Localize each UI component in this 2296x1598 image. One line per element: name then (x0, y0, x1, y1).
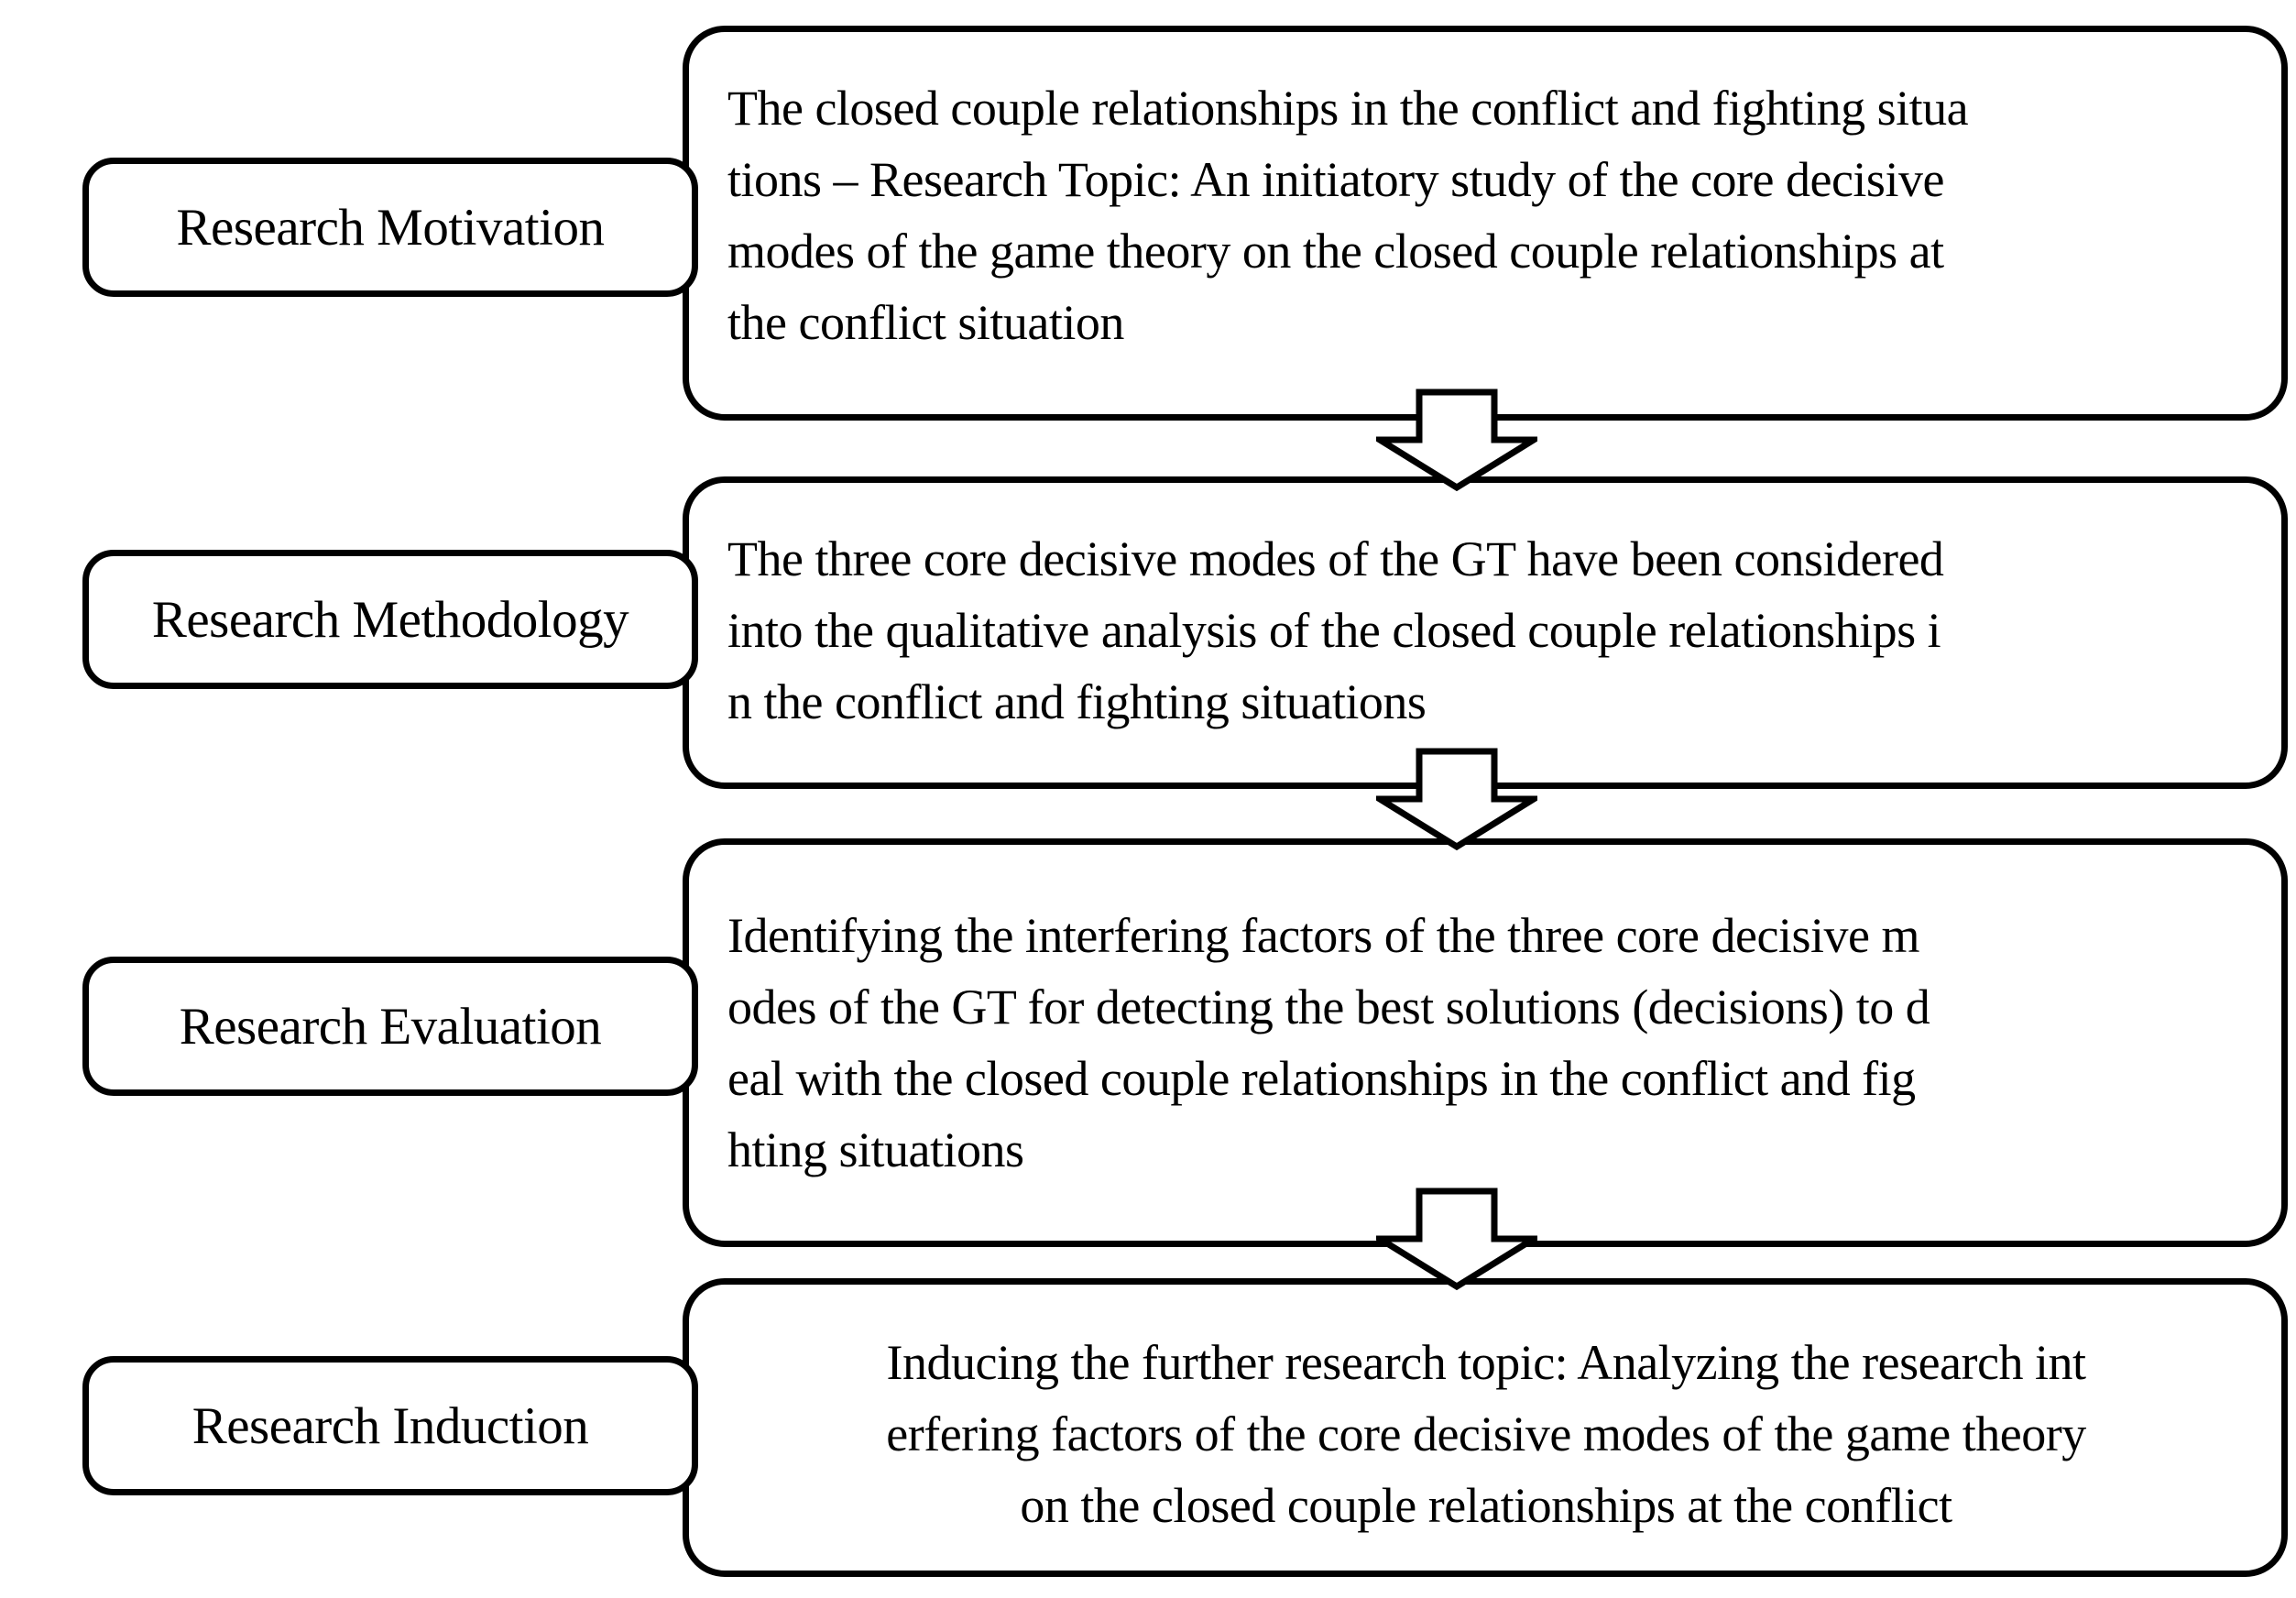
label-text-research-motivation: Research Motivation (176, 198, 605, 257)
label-box-research-motivation: Research Motivation (82, 158, 698, 297)
down-block-arrow-icon (1376, 389, 1537, 491)
label-text-research-methodology: Research Methodology (151, 590, 629, 649)
content-text-research-methodology: The three core decisive modes of the GT … (727, 531, 1944, 729)
label-text-research-induction: Research Induction (191, 1396, 589, 1455)
down-block-arrow-icon (1376, 748, 1537, 850)
content-box-research-evaluation: Identifying the interfering factors of t… (683, 838, 2288, 1247)
label-box-research-methodology: Research Methodology (82, 550, 698, 689)
label-box-research-evaluation: Research Evaluation (82, 957, 698, 1096)
content-text-research-induction: Inducing the further research topic: Ana… (886, 1335, 2086, 1533)
content-box-research-methodology: The three core decisive modes of the GT … (683, 476, 2288, 789)
down-block-arrow-icon (1376, 1188, 1537, 1290)
content-text-research-evaluation: Identifying the interfering factors of t… (727, 908, 1930, 1177)
label-box-research-induction: Research Induction (82, 1356, 698, 1495)
content-box-research-motivation: The closed couple relationships in the c… (683, 26, 2288, 421)
content-text-research-motivation: The closed couple relationships in the c… (727, 81, 1969, 350)
label-text-research-evaluation: Research Evaluation (179, 997, 602, 1056)
content-box-research-induction: Inducing the further research topic: Ana… (683, 1278, 2288, 1577)
